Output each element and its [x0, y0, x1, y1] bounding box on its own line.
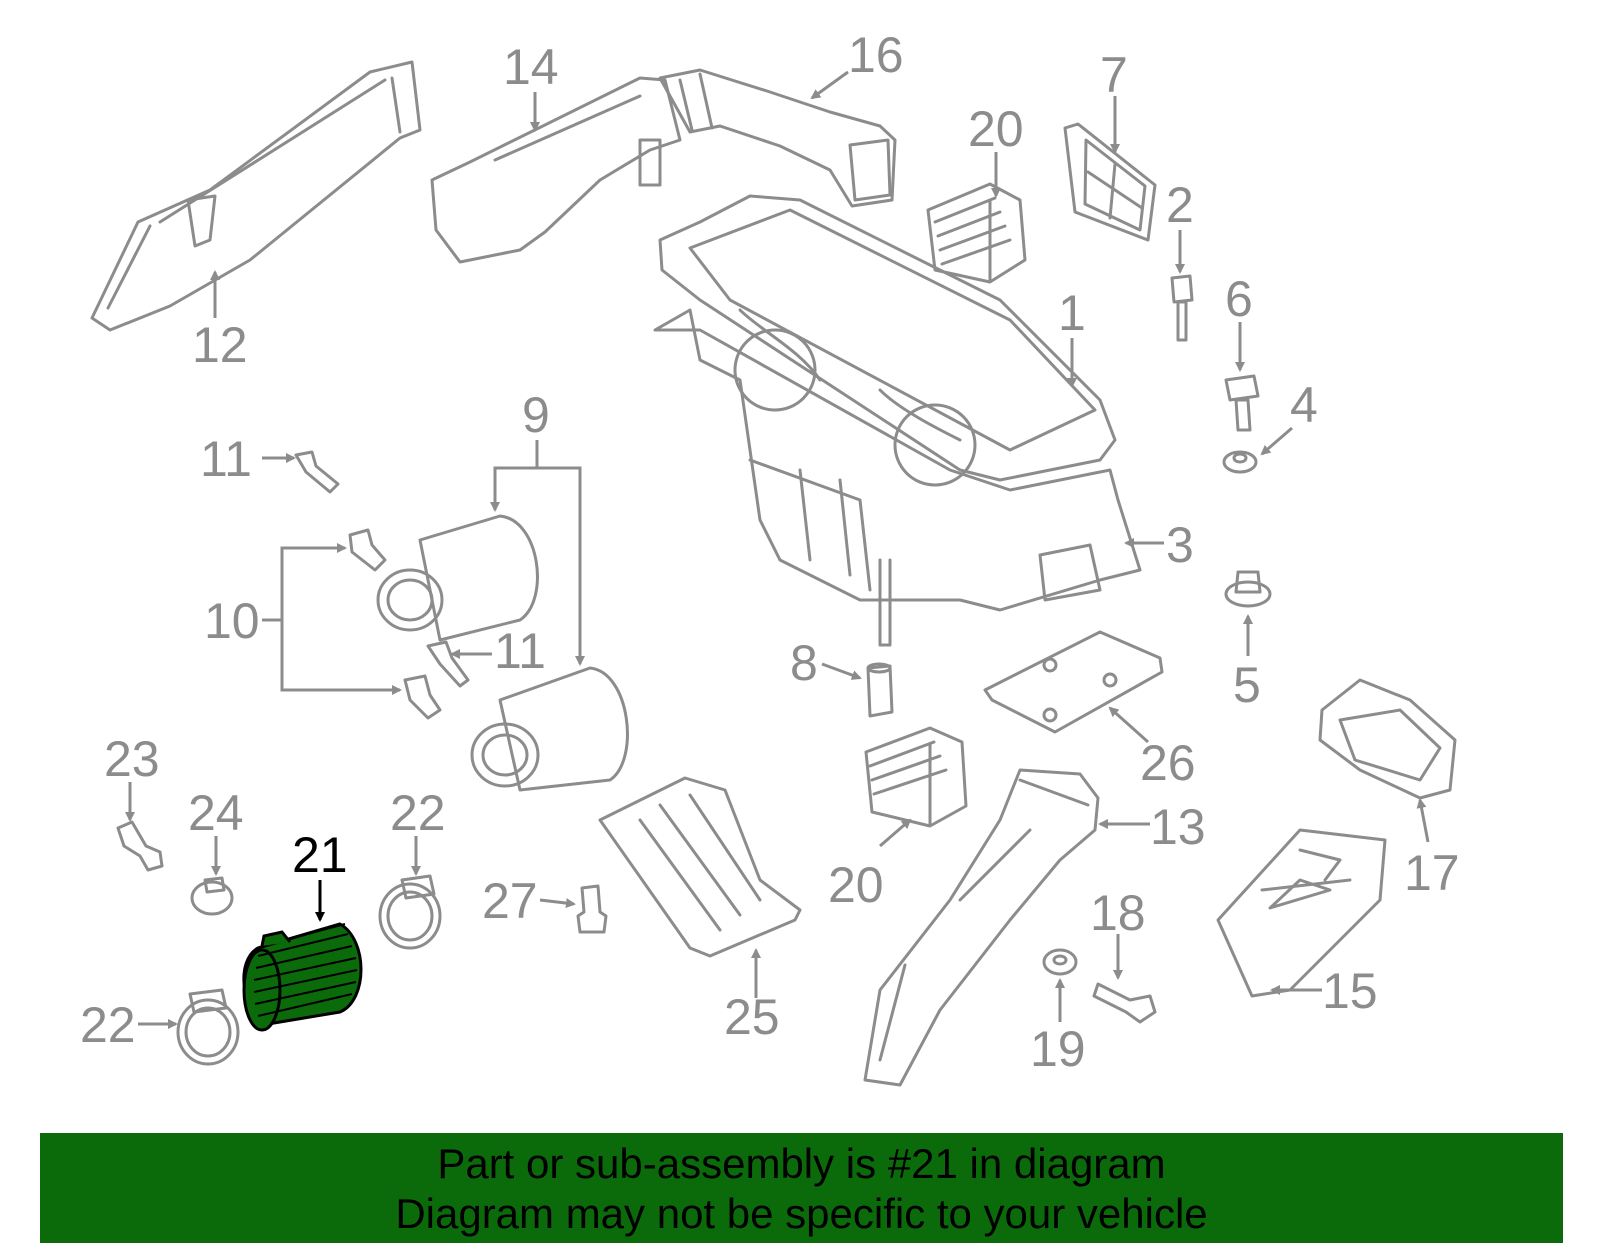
info-banner: Part or sub-assembly is #21 in diagram D… — [40, 1133, 1563, 1243]
callout-3: 3 — [1166, 517, 1194, 573]
callout-12: 12 — [192, 317, 248, 373]
callout-23: 23 — [104, 731, 160, 787]
part-16-intake-hose — [658, 68, 897, 208]
callout-19: 19 — [1030, 1021, 1086, 1077]
part-3-housing-lower — [653, 308, 1142, 647]
callout-11-upper: 11 — [200, 431, 252, 487]
callout-15: 15 — [1322, 963, 1378, 1019]
callout-labels: 12 14 16 20 7 2 1 6 4 3 5 9 11 10 11 8 2… — [80, 27, 1460, 1077]
callout-18: 18 — [1090, 885, 1146, 941]
part-23-fitting — [116, 820, 164, 872]
callout-8: 8 — [790, 635, 818, 691]
part-12-intake-duct — [90, 60, 422, 332]
part-4-grommet — [1222, 450, 1258, 474]
part-10-clip-lower — [403, 674, 442, 720]
part-2-bolt — [1170, 274, 1194, 342]
leader-lines — [125, 70, 1430, 1029]
part-10-clip-upper — [348, 528, 387, 572]
part-25-shield — [598, 776, 802, 958]
banner-disclaimer-line: Diagram may not be specific to your vehi… — [395, 1190, 1208, 1237]
callout-20-lower: 20 — [828, 857, 884, 913]
part-7-filter-element — [1063, 122, 1157, 242]
callout-4: 4 — [1290, 377, 1318, 433]
part-14-air-duct — [430, 76, 682, 264]
callout-13: 13 — [1150, 799, 1206, 855]
callout-26: 26 — [1140, 735, 1196, 791]
callout-24: 24 — [188, 785, 244, 841]
part-22-clamp-upper — [378, 874, 442, 950]
callout-22-upper: 22 — [390, 785, 446, 841]
part-22-clamp-lower — [176, 988, 240, 1066]
callout-21-highlighted: 21 — [292, 827, 348, 883]
callout-20-upper: 20 — [968, 101, 1024, 157]
part-20-bellows-upper — [926, 182, 1027, 284]
banner-part-line: Part or sub-assembly is #21 in diagram — [437, 1140, 1166, 1187]
callout-10: 10 — [204, 593, 260, 649]
part-19-nut — [1042, 948, 1078, 976]
callout-6: 6 — [1225, 271, 1253, 327]
callout-1: 1 — [1058, 285, 1086, 341]
parts-diagram: 12 14 16 20 7 2 1 6 4 3 5 9 11 10 11 8 2… — [80, 27, 1460, 1087]
callout-25: 25 — [724, 989, 780, 1045]
part-11-screw-lower — [426, 640, 470, 688]
callout-22-lower: 22 — [80, 997, 136, 1053]
part-26-plate — [983, 630, 1164, 734]
part-17-duct — [1318, 678, 1457, 800]
part-13-duct — [863, 768, 1100, 1087]
part-21-intake-hose-highlighted — [242, 922, 363, 1032]
callout-7: 7 — [1100, 47, 1128, 103]
part-11-screw-upper — [294, 450, 340, 494]
callout-2: 2 — [1166, 177, 1194, 233]
part-15-duct — [1216, 828, 1387, 998]
part-1-housing-cover — [658, 194, 1117, 487]
part-27-push-clip — [576, 884, 608, 934]
part-9-filter-elements — [376, 514, 629, 792]
callout-14: 14 — [503, 39, 559, 95]
callout-16: 16 — [848, 27, 904, 83]
part-24-clamp — [190, 876, 234, 916]
callout-9: 9 — [522, 387, 550, 443]
callout-5: 5 — [1233, 657, 1261, 713]
part-6-bolt — [1224, 374, 1260, 432]
part-5-grommet — [1224, 570, 1272, 608]
callout-11-lower: 11 — [494, 623, 546, 679]
part-18-bolt — [1092, 982, 1157, 1024]
part-20-bellows-lower — [864, 726, 968, 828]
callout-27: 27 — [482, 873, 538, 929]
callout-17: 17 — [1404, 845, 1460, 901]
part-8-sleeve — [866, 662, 894, 718]
